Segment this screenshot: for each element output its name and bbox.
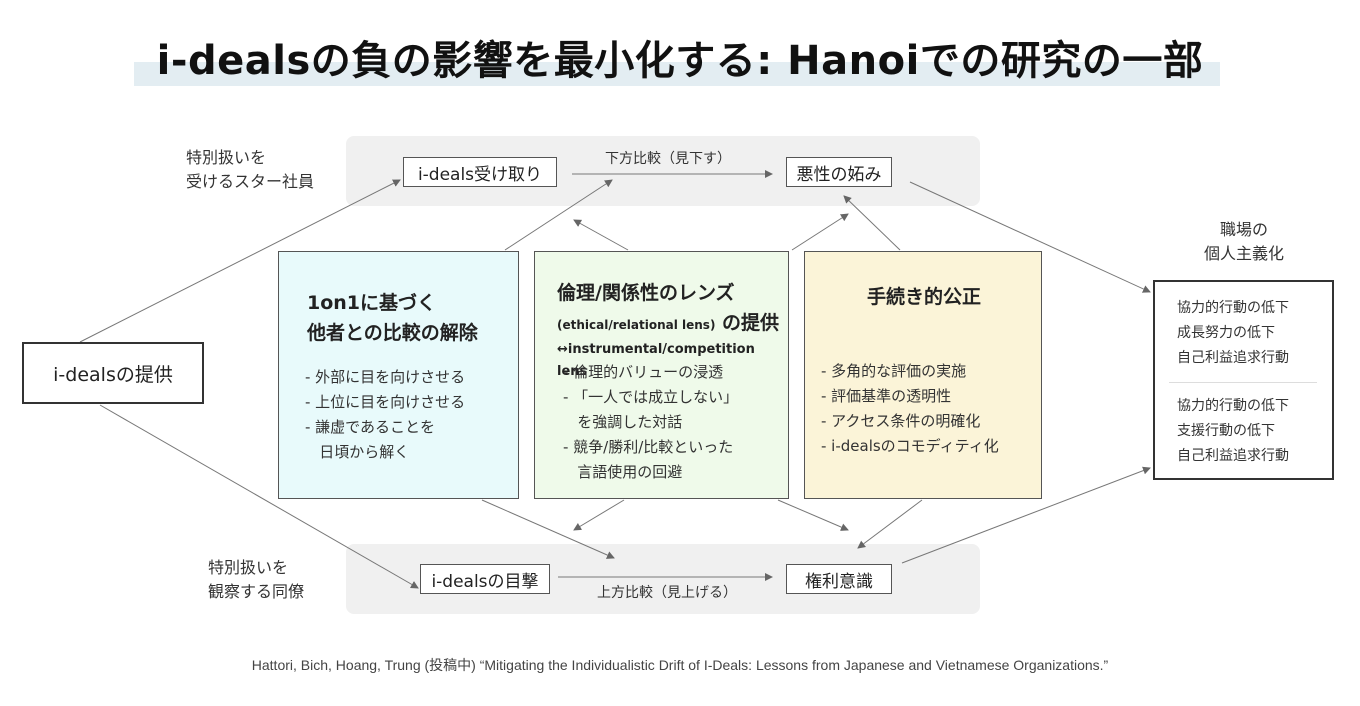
card-comparison-release: 1on1に基づく 他者との比較の解除 - 外部に目を向けさせる - 上位に目を向… (278, 251, 519, 499)
card-title: 1on1に基づく (307, 292, 437, 314)
edge-card2-receive (573, 219, 629, 251)
list-item: 自己利益追求行動 (1177, 350, 1289, 366)
node-receive: i-deals受け取り (403, 157, 557, 187)
citation: Hattori, Bich, Hoang, Trung (投稿中) “Mitig… (251, 657, 1109, 673)
card-title: 手続き的公正 (866, 286, 981, 308)
list-item: - 評価基準の透明性 (821, 387, 952, 405)
list-item: 協力的行動の低下 (1177, 398, 1289, 414)
top-group-label: 特別扱いを 受けるスター社員 (186, 148, 315, 191)
edge-card3-envy (843, 195, 901, 251)
edge-envy-individualism (909, 181, 1151, 293)
node-envy: 悪性の妬み (786, 157, 892, 187)
outcome-box: 協力的行動の低下 成長努力の低下 自己利益追求行動 協力的行動の低下 支援行動の… (1153, 280, 1334, 480)
list-item: 言語使用の回避 (563, 463, 683, 481)
list-item: - 上位に目を向けさせる (305, 393, 466, 411)
divider (1169, 382, 1317, 383)
card-ethical-lens: 倫理/関係性のレンズ (ethical/relational lens) の提供… (534, 251, 789, 499)
card-title: 他者との比較の解除 (307, 322, 478, 344)
card-title: 倫理/関係性のレンズ (557, 282, 735, 304)
node-entitlement: 権利意識 (786, 564, 892, 594)
list-item: - 外部に目を向けさせる (305, 368, 466, 386)
node-provision: i-dealsの提供 (22, 342, 204, 404)
list-item: 日頃から解く (305, 443, 410, 461)
edge-card1-witness (481, 499, 615, 559)
edge-card1-receive (504, 179, 613, 251)
list-item: 成長努力の低下 (1177, 325, 1275, 341)
edge-label-upward: 上方比較（見上げる） (597, 585, 737, 601)
edge-card2-envy (791, 213, 849, 251)
list-item: 自己利益追求行動 (1177, 448, 1289, 464)
card-contrast-lens: ↔instrumental/competition lens (557, 342, 755, 379)
list-item: - i-dealsのコモディティ化 (821, 437, 999, 455)
list-item: - 競争/勝利/比較といった (563, 438, 734, 456)
list-item: 支援行動の低下 (1177, 423, 1275, 439)
card-procedural-justice: 手続き的公正 - 多角的な評価の実施 - 評価基準の透明性 - アクセス条件の明… (804, 251, 1042, 499)
edge-card2-witness (573, 499, 625, 531)
list-item: - アクセス条件の明確化 (821, 412, 981, 430)
bottom-group-label: 特別扱いを 観察する同僚 (208, 558, 305, 601)
list-item: を強調した対話 (563, 413, 683, 431)
list-item: - 「一人では成立しない」 (563, 388, 739, 406)
edge-provision-receive (79, 179, 401, 343)
list-item: - 倫理的バリューの浸透 (563, 363, 724, 381)
edge-label-downward: 下方比較（見下す） (605, 151, 731, 167)
right-group-label: 職場の 個人主義化 (1203, 220, 1284, 263)
card-subtitle: (ethical/relational lens) (557, 318, 716, 332)
list-item: - 多角的な評価の実施 (821, 362, 967, 380)
edge-card3-entitlement (857, 499, 923, 549)
node-witness: i-dealsの目撃 (420, 564, 550, 594)
edge-card2-entitlement (777, 499, 849, 531)
title-highlight (134, 62, 1220, 86)
list-item: 協力的行動の低下 (1177, 300, 1289, 316)
list-item: - 謙虚であることを (305, 418, 436, 436)
page-title: i-dealsの負の影響を最小化する: Hanoiでの研究の一部 (156, 38, 1204, 84)
edge-provision-witness (99, 404, 419, 589)
edge-entitlement-individualism (901, 466, 1151, 564)
